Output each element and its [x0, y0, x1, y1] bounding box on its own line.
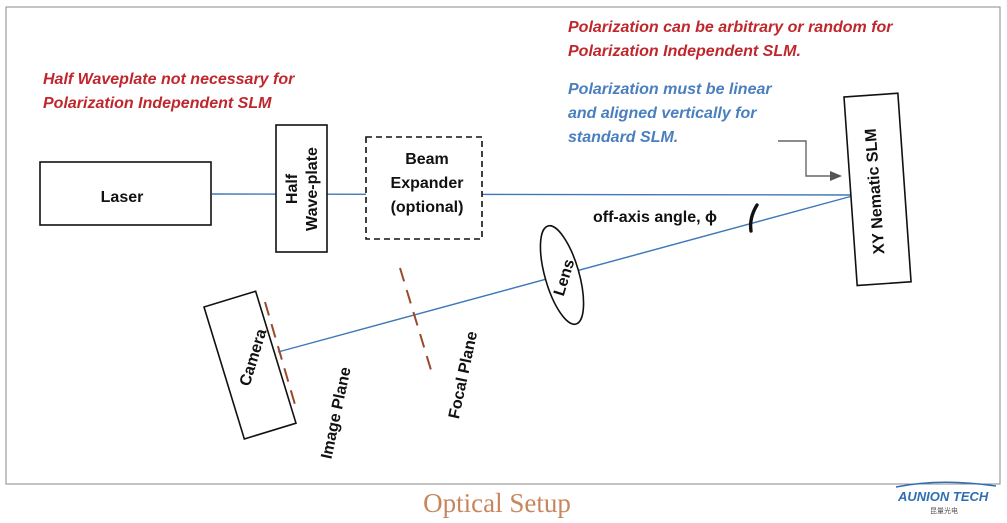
- waveplate-label: Half Wave-plate: [284, 147, 321, 231]
- note-linear-line2: and aligned vertically for: [568, 105, 757, 122]
- slm-box: [843, 92, 912, 287]
- callout-arrow: [778, 140, 842, 181]
- caption-title: Optical Setup: [423, 488, 571, 518]
- beam-expander-line3: (optional): [391, 199, 464, 216]
- note-linear-line1: Polarization must be linear: [568, 81, 772, 98]
- note-half-waveplate-line2: Polarization Independent SLM: [43, 95, 272, 112]
- off-axis-angle-arc: [748, 203, 759, 233]
- beam-expander-box: [365, 136, 483, 240]
- focal-plane-line: [399, 267, 432, 371]
- note-linear-line3: standard SLM.: [568, 129, 678, 146]
- laser-box: [39, 161, 212, 226]
- waveplate-box: [275, 124, 328, 253]
- off-axis-angle-label: off-axis angle, ϕ: [593, 209, 717, 226]
- note-half-waveplate-line1: Half Waveplate not necessary for: [43, 71, 295, 88]
- laser-label: Laser: [101, 189, 144, 206]
- logo-name: AUNION TECH: [897, 489, 989, 504]
- note-arbitrary-line2: Polarization Independent SLM.: [568, 43, 801, 60]
- svg-text:Wave-plate: Wave-plate: [304, 147, 321, 231]
- diagram-frame: [5, 6, 1001, 485]
- logo-sub: 昆量光电: [930, 506, 958, 515]
- aunion-tech-logo: AUNION TECH 昆量光电: [895, 481, 997, 515]
- note-arbitrary-line1: Polarization can be arbitrary or random …: [568, 19, 893, 36]
- lens-shape: [539, 224, 585, 326]
- beam-expander-line1: Beam: [405, 151, 449, 168]
- svg-text:Half: Half: [284, 173, 301, 204]
- beam-expander-line2: Expander: [391, 175, 464, 192]
- image-plane-line: [264, 301, 297, 409]
- camera-box: [203, 290, 297, 440]
